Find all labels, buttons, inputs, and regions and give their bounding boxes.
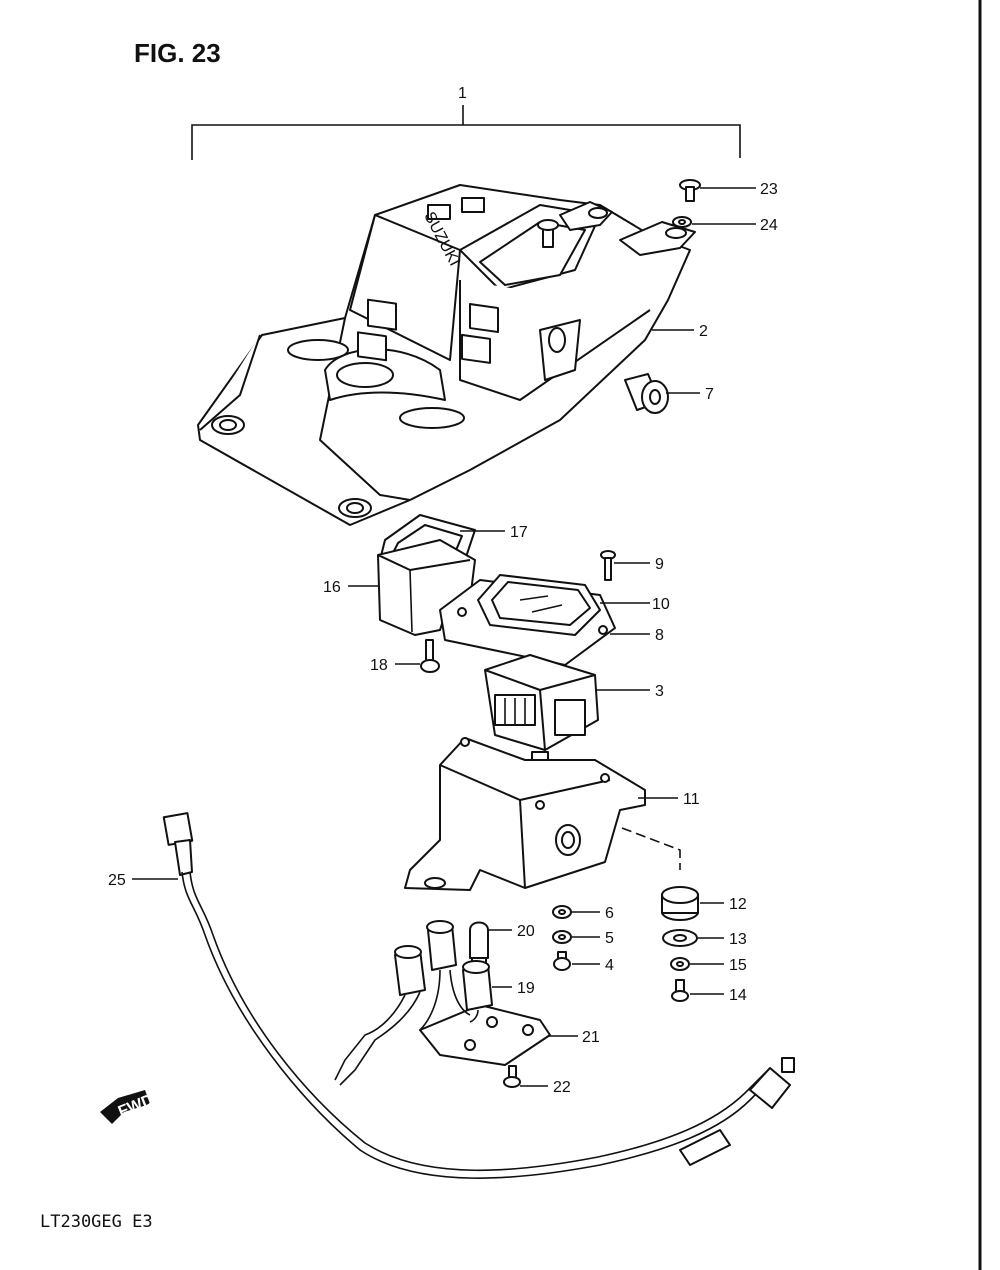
callout-22: 22 xyxy=(553,1079,571,1096)
lens-and-plate-part-8-10 xyxy=(439,574,616,666)
callout-12: 12 xyxy=(729,896,747,913)
screw-part-4 xyxy=(553,951,571,971)
meter-cover-part: SUZUKI xyxy=(197,184,696,526)
callout-13: 13 xyxy=(729,931,747,948)
callout-18: 18 xyxy=(370,657,388,674)
callout-1: 1 xyxy=(458,85,467,102)
knob-part-7 xyxy=(624,373,669,414)
forward-arrow-icon: FWD xyxy=(100,1090,156,1124)
screw-part-23 xyxy=(679,179,701,202)
speedometer-part-3 xyxy=(484,654,599,779)
callout-5: 5 xyxy=(605,930,614,947)
callout-10: 10 xyxy=(652,596,670,613)
figure-title: FIG. 23 xyxy=(134,38,221,68)
callout-9: 9 xyxy=(655,556,664,573)
callout-14: 14 xyxy=(729,987,747,1004)
screw-part-18 xyxy=(420,639,440,673)
callout-4: 4 xyxy=(605,957,614,974)
washer-part-13 xyxy=(662,929,698,947)
screw-part-9 xyxy=(600,550,616,581)
callout-6: 6 xyxy=(605,905,614,922)
callout-17: 17 xyxy=(510,524,528,541)
screw-part-22 xyxy=(503,1065,521,1088)
callout-23: 23 xyxy=(760,181,778,198)
socket-harness-part-19-21 xyxy=(334,920,551,1086)
callout-24: 24 xyxy=(760,217,778,234)
speedometer-cable-part-25 xyxy=(162,812,795,1179)
washer-part-5 xyxy=(552,930,572,944)
callout-19: 19 xyxy=(517,980,535,997)
nut-part-15 xyxy=(670,957,690,971)
bolt-part-14 xyxy=(671,979,689,1002)
leader-lines xyxy=(132,187,756,1087)
callout-16: 16 xyxy=(323,579,341,596)
callout-25: 25 xyxy=(108,872,126,889)
callout-8: 8 xyxy=(655,627,664,644)
model-code: LT230GEG E3 xyxy=(40,1212,153,1232)
assembly-bracket xyxy=(191,105,741,160)
meter-case-part-11 xyxy=(404,737,646,891)
callout-20: 20 xyxy=(517,923,535,940)
callout-labels: 1 2 3 4 5 6 7 8 9 10 11 12 13 14 15 16 1… xyxy=(108,85,778,1096)
washer-part-24 xyxy=(672,216,692,228)
callout-2: 2 xyxy=(699,323,708,340)
bulb-part-20 xyxy=(469,921,489,965)
grommet-part-12 xyxy=(661,886,699,921)
callout-15: 15 xyxy=(729,957,747,974)
callout-21: 21 xyxy=(582,1029,600,1046)
callout-11: 11 xyxy=(683,791,700,808)
callout-3: 3 xyxy=(655,683,664,700)
nut-part-6 xyxy=(552,905,572,919)
callout-7: 7 xyxy=(705,386,714,403)
